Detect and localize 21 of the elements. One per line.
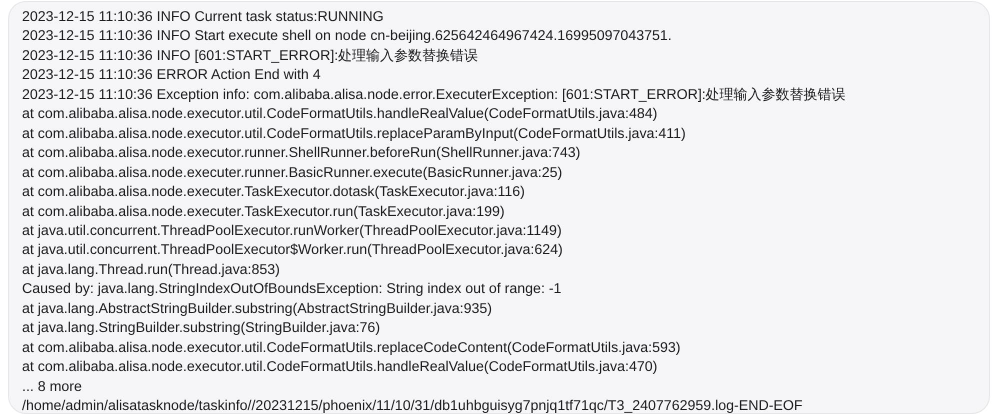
log-line: at java.lang.Thread.run(Thread.java:853)	[22, 260, 280, 279]
log-line: at java.util.concurrent.ThreadPoolExecutor$Worker.run(ThreadPoolExecutor.java:624)	[22, 241, 563, 260]
log-line: at com.alibaba.alisa.node.executor.util.CodeFormatUtils.handleRealValue(CodeFormatUtils.java:470)	[22, 358, 658, 376]
log-line: at java.lang.StringBuilder.substring(StringBuilder.java:76)	[22, 319, 380, 338]
log-line: at com.alibaba.alisa.node.executor.util.CodeFormatUtils.replaceParamByInput(CodeFormatUtils.java:411)	[22, 124, 686, 143]
log-line: 2023-12-15 11:10:36 INFO Current task status:RUNNING	[22, 8, 384, 26]
log-line: ... 8 more	[22, 378, 82, 396]
log-line: at com.alibaba.alisa.node.executer.TaskExecutor.run(TaskExecutor.java:199)	[22, 202, 505, 220]
log-line: 2023-12-15 11:10:36 ERROR Action End with 4	[22, 66, 321, 84]
log-line: at java.util.concurrent.ThreadPoolExecutor.runWorker(ThreadPoolExecutor.java:1149)	[22, 222, 562, 240]
log-line: at com.alibaba.alisa.node.executor.util.CodeFormatUtils.handleRealValue(CodeFormatUtils.java:484)	[22, 105, 658, 124]
log-line: at com.alibaba.alisa.node.executor.util.CodeFormatUtils.replaceCodeContent(CodeFormatUtils.java:593)	[22, 338, 680, 357]
log-line: at com.alibaba.alisa.node.executer.runner.BasicRunner.execute(BasicRunner.java:25)	[22, 164, 562, 182]
log-line: 2023-12-15 11:10:36 Exception info: com.alibaba.alisa.node.error.ExecuterException: [601:START_ERROR]:处理输入参数替换错误	[22, 86, 846, 104]
log-line: at com.alibaba.alisa.node.executor.runner.ShellRunner.beforeRun(ShellRunner.java:743)	[22, 144, 580, 162]
log-line: at java.lang.AbstractStringBuilder.substring(AbstractStringBuilder.java:935)	[22, 300, 492, 318]
log-line: 2023-12-15 11:10:36 INFO Start execute shell on node cn-beijing.625642464967424.16995097043751.	[22, 27, 672, 46]
log-line: Caused by: java.lang.StringIndexOutOfBoundsException: String index out of range: -1	[22, 280, 562, 298]
log-line: 2023-12-15 11:10:36 INFO [601:START_ERROR]:处理输入参数替换错误	[22, 46, 478, 65]
log-line: at com.alibaba.alisa.node.executer.TaskExecutor.dotask(TaskExecutor.java:116)	[22, 183, 525, 202]
log-line: /home/admin/alisatasknode/taskinfo//20231215/phoenix/11/10/31/db1uhbguisyg7pnjq1tf71qc/T3_2407762959.log-END-EOF	[22, 397, 803, 414]
